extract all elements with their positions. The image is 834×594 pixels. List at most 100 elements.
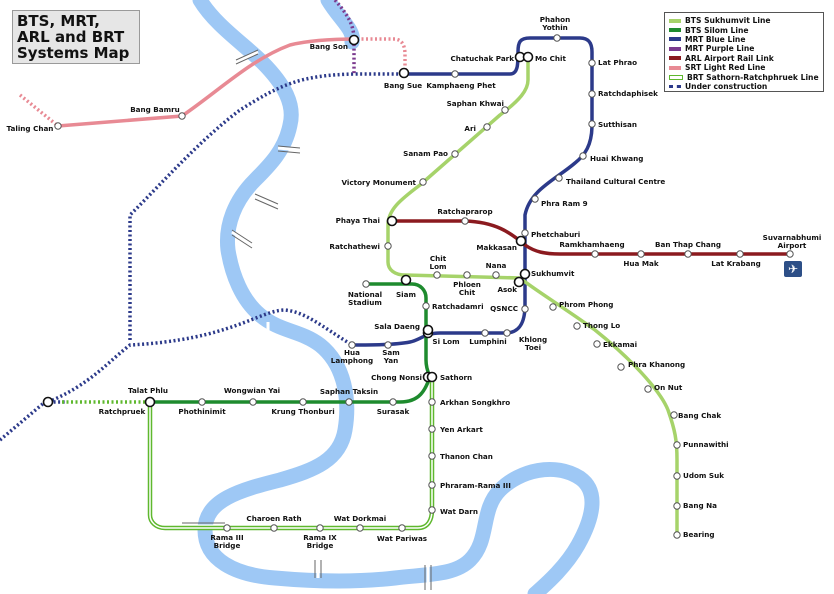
station-marker (644, 385, 652, 393)
station-label-phra-khanong: Phra Khanong (628, 360, 685, 369)
station-marker (198, 398, 206, 406)
interchange-marker (348, 34, 360, 46)
station-marker (419, 178, 427, 186)
station-label-ratchadaphisek: Ratchdaphisek (598, 89, 658, 98)
map-title-line-2: ARL and BRT (17, 28, 125, 46)
interchange-marker (144, 396, 156, 408)
station-label-ratchpruek: Ratchpruek (99, 407, 146, 416)
interchange-marker (426, 371, 438, 383)
station-marker (573, 322, 581, 330)
srt-light-red-line-construction (18, 37, 407, 128)
station-label-sala-daeng: Sala Daeng (374, 322, 420, 331)
legend-swatch (669, 18, 681, 23)
station-label-ratchadamri: Ratchadamri (432, 302, 484, 311)
legend-swatch (669, 28, 681, 33)
station-marker (673, 531, 681, 539)
legend-label: BRT Sathorn-Ratchphruek Line (687, 72, 819, 82)
interchange-marker (386, 215, 398, 227)
interchange-marker (519, 268, 531, 280)
station-label-thanon-chan: Thanon Chan (440, 452, 493, 461)
station-label-sathorn: Sathorn (440, 373, 472, 382)
station-marker (684, 250, 692, 258)
station-marker (428, 481, 436, 489)
interchange-marker (522, 51, 534, 63)
station-marker (249, 398, 257, 406)
station-label-victory-monument: Victory Monument (341, 178, 416, 187)
station-label-lat-krabang: Lat Krabang (711, 259, 761, 268)
station-marker (736, 250, 744, 258)
station-marker (555, 174, 563, 182)
station-label-phraram-rama-iii: Phraram-Rama III (440, 481, 511, 490)
station-marker (178, 112, 186, 120)
station-marker (588, 90, 596, 98)
station-marker (428, 506, 436, 514)
mrt-blue-line (351, 36, 594, 347)
station-marker (579, 152, 587, 160)
legend-label: MRT Blue Line (685, 34, 746, 44)
station-label-bang-son: Bang Son (310, 42, 348, 51)
station-label-udom-suk: Udom Suk (683, 471, 724, 480)
station-label-talat-phlu: Talat Phlu (128, 386, 168, 395)
station-label-ratchathewi: Ratchathewi (329, 242, 380, 251)
srt-light-red-line (57, 37, 358, 128)
legend-item: BTS Sukhumvit Line (669, 16, 819, 25)
station-marker (398, 524, 406, 532)
legend-swatch (669, 56, 681, 61)
legend-label: BTS Sukhumvit Line (685, 16, 771, 26)
station-marker (362, 280, 370, 288)
station-marker (673, 502, 681, 510)
station-markers (54, 34, 794, 539)
station-marker (593, 340, 601, 348)
station-label-ramkhamhaeng: Ramkhamhaeng (559, 240, 624, 249)
station-marker (588, 59, 596, 67)
station-marker (451, 70, 459, 78)
map-title: BTS, MRT, ARL and BRT Systems Map (12, 10, 140, 64)
station-label-phra-ram-9: Phra Ram 9 (541, 199, 588, 208)
station-label-phetchaburi: Phetchaburi (531, 230, 580, 239)
station-marker (549, 303, 557, 311)
interchange-marker (398, 67, 410, 79)
station-marker (591, 250, 599, 258)
station-label-mo-chit: Mo Chit (535, 54, 566, 63)
legend-label: Under construction (685, 81, 768, 91)
station-label-lumphini: Lumphini (469, 337, 507, 346)
station-label-makkasan: Makkasan (476, 243, 517, 252)
legend-item: MRT Blue Line (669, 35, 819, 44)
station-marker (553, 34, 561, 42)
station-marker (637, 250, 645, 258)
station-marker (299, 398, 307, 406)
legend-item: Under construction (669, 82, 819, 91)
station-label-ban-thap-chang: Ban Thap Chang (655, 240, 721, 249)
station-marker (481, 329, 489, 337)
station-label-punnawithi: Punnawithi (683, 440, 729, 449)
map-title-line-1: BTS, MRT, (17, 12, 100, 30)
station-label-charoen-rath: Charoen Rath (246, 514, 301, 523)
station-label-wat-dorkmai: Wat Dorkmai (334, 514, 387, 523)
river-crossing-outline (182, 49, 432, 590)
interchange-markers (42, 34, 534, 408)
legend-swatch (669, 37, 681, 42)
station-marker (348, 341, 356, 349)
station-label-phrom-phong: Phrom Phong (559, 300, 613, 309)
river-crossing-markers (180, 50, 430, 590)
station-label-phaya-thai: Phaya Thai (336, 216, 380, 225)
station-label-kamphaeng-phet: Kamphaeng Phet (426, 81, 496, 90)
station-marker (345, 398, 353, 406)
station-label-ekkamai: Ekkamai (603, 340, 637, 349)
legend-item: ARL Airport Rail Link (669, 54, 819, 63)
station-marker (389, 398, 397, 406)
legend-item: BTS Silom Line (669, 25, 819, 35)
station-marker (673, 472, 681, 480)
station-label-wongwian-yai: Wongwian Yai (224, 386, 280, 395)
arl-airport-rail-link (396, 219, 790, 256)
station-label-asok: Asok (497, 285, 517, 294)
station-label-bang-na: Bang Na (683, 501, 717, 510)
bts-silom-line (150, 282, 432, 404)
